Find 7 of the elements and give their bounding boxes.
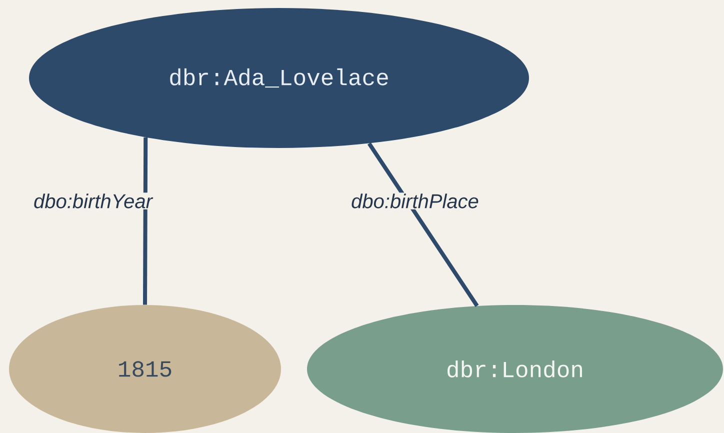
ellipse-node: dbr:London bbox=[307, 305, 723, 433]
ellipse-node: dbr:Ada_Lovelace bbox=[29, 8, 529, 148]
edge-label: dbo:birthYear bbox=[32, 192, 154, 210]
edge-label: dbo:birthPlace bbox=[350, 192, 480, 210]
ellipse-node: 1815 bbox=[9, 305, 281, 433]
connector-line bbox=[367, 142, 479, 307]
connector-line bbox=[143, 137, 148, 305]
